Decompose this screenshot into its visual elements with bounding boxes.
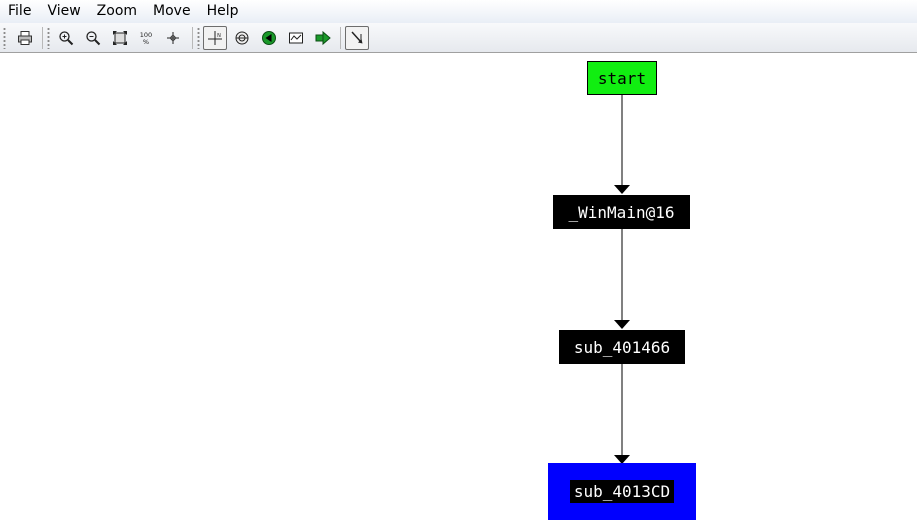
back-button[interactable] — [257, 26, 281, 50]
zoom-in-button[interactable] — [54, 26, 78, 50]
toolbar-separator — [192, 27, 193, 49]
overview-button[interactable] — [230, 26, 254, 50]
zoom-100-icon: 100 % — [140, 31, 152, 46]
svg-text:%: % — [143, 38, 149, 46]
zoom-out-icon — [86, 31, 101, 46]
print-icon — [18, 31, 32, 45]
menu-view[interactable]: View — [47, 3, 81, 19]
zoom-in-icon — [59, 31, 74, 46]
center-button[interactable] — [161, 26, 185, 50]
graph-canvas[interactable]: start _WinMain@16 sub_401466 sub_4013CD — [0, 53, 917, 523]
print-button[interactable] — [13, 26, 37, 50]
svg-text:N: N — [217, 33, 221, 39]
edge-sub401466-sub4013cd — [614, 364, 630, 464]
node-sub-4013cd-selected[interactable]: sub_4013CD — [548, 463, 696, 520]
graph-icon — [289, 32, 303, 44]
layout-button[interactable]: N — [203, 26, 227, 50]
menu-move[interactable]: Move — [153, 3, 191, 19]
edge-arrowhead — [614, 455, 630, 464]
edge-start-winmain — [614, 95, 630, 194]
back-icon — [262, 31, 276, 45]
fit-window-button[interactable] — [108, 26, 132, 50]
zoom-out-button[interactable] — [81, 26, 105, 50]
layout-icon: N — [208, 31, 222, 45]
toolbar-grip[interactable] — [197, 27, 200, 49]
node-sub-4013cd-label: sub_4013CD — [569, 480, 675, 503]
center-icon — [167, 32, 179, 44]
menu-bar: File View Zoom Move Help — [0, 0, 917, 23]
node-winmain[interactable]: _WinMain@16 — [553, 195, 690, 229]
toolbar-separator — [340, 27, 341, 49]
graph-button[interactable] — [284, 26, 308, 50]
overview-icon — [235, 31, 249, 45]
toolbar-separator — [42, 27, 43, 49]
edge-follow-icon — [351, 31, 363, 44]
menu-help[interactable]: Help — [206, 3, 239, 19]
forward-icon — [315, 30, 331, 46]
toolbar-grip[interactable] — [3, 27, 6, 49]
menu-file[interactable]: File — [8, 3, 32, 19]
edge-arrowhead — [614, 185, 630, 194]
toolbar: 100 % N — [0, 23, 917, 53]
forward-button[interactable] — [311, 26, 335, 50]
toolbar-grip[interactable] — [47, 27, 50, 49]
zoom-100-label: 100 — [140, 31, 152, 39]
edge-winmain-sub401466 — [614, 229, 630, 329]
edge-follow-button[interactable] — [345, 26, 369, 50]
edge-arrowhead — [614, 320, 630, 329]
node-start[interactable]: start — [587, 61, 657, 95]
graph-edges — [614, 95, 630, 464]
zoom-100-button[interactable]: 100 % — [134, 26, 158, 50]
node-sub-401466[interactable]: sub_401466 — [559, 330, 685, 364]
menu-zoom[interactable]: Zoom — [96, 3, 138, 19]
fit-window-icon — [113, 31, 127, 45]
